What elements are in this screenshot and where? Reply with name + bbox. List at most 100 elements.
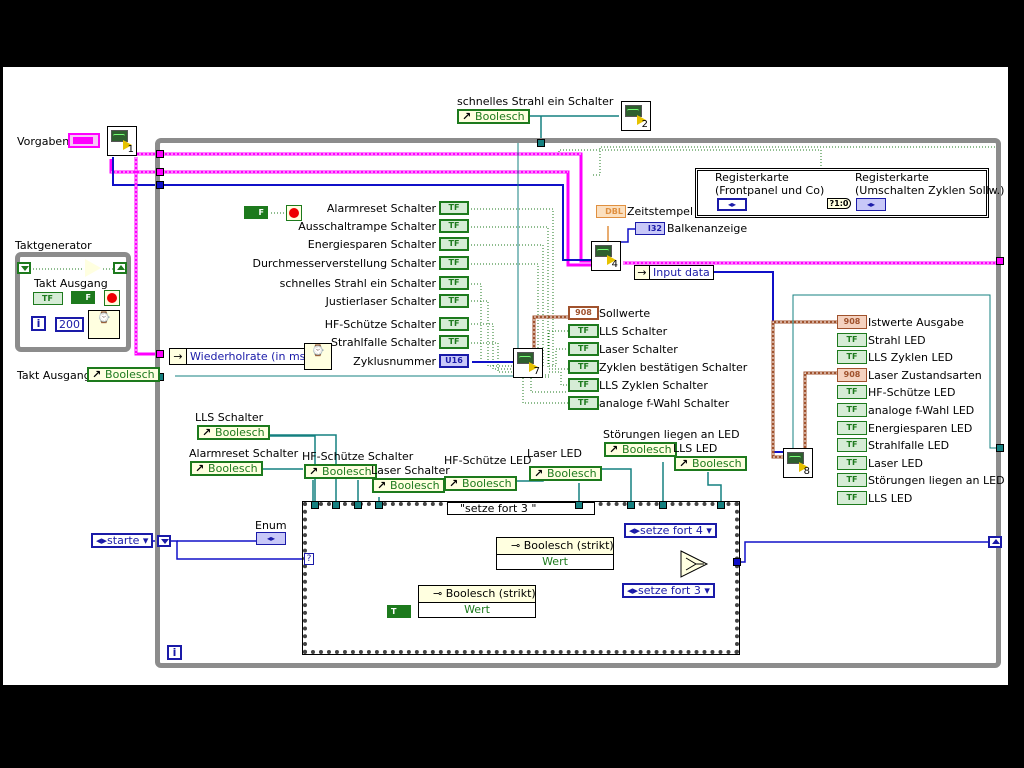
local-variable[interactable]: ↗ Boolesch [529,466,602,481]
stop-button-icon[interactable] [286,205,302,221]
registerkarte-right-terminal[interactable]: ◂▸ [856,198,886,211]
indicator-label: Laser Schalter [599,343,678,356]
indicator-terminal[interactable]: TF [837,455,867,470]
tunnel [156,150,164,158]
property-node-1[interactable]: ⊸ Boolesch (strikt) Wert [496,537,614,570]
setze-fort-3-enum[interactable]: ◂▸setze fort 3 ▾ [622,583,715,598]
indicator-label: Sollwerte [599,307,651,320]
numeric-control-terminal[interactable]: U16 [439,354,469,368]
tunnel [156,181,164,189]
switch-label: Alarmreset Schalter [326,202,436,215]
balken-indicator[interactable]: I32 [635,222,665,235]
wait-ms-constant[interactable]: 200 [55,317,84,332]
case-selector-label[interactable]: "setze fort 3 " [447,502,595,515]
switch-terminal[interactable]: TF [439,317,469,331]
unbundle-arrow-icon: → [634,265,650,280]
taktgenerator-loop[interactable] [15,252,131,352]
local-variable-label: LLS LED [673,442,718,455]
switch-terminal[interactable]: TF [439,256,469,270]
indicator-terminal[interactable]: TF [837,332,867,347]
zeitstempel-indicator[interactable]: DBL [596,205,626,218]
indicator-terminal[interactable]: 908 [837,315,867,329]
indicator-terminal[interactable]: TF [568,342,599,356]
indicator-label: Laser LED [868,456,923,470]
true-constant[interactable]: T [387,605,411,618]
tunnel [659,501,667,509]
schnell-local[interactable]: ↗ Boolesch [457,109,530,124]
switch-terminal[interactable]: TF [439,201,469,215]
local-variable[interactable]: ↗ Boolesch [604,442,677,457]
indicator-terminal[interactable]: TF [568,324,599,338]
shift-register-right[interactable] [988,536,1002,548]
indicator-terminal[interactable]: TF [837,403,867,417]
local-variable[interactable]: ↗ Boolesch [197,425,270,440]
switch-terminal[interactable]: TF [439,294,469,308]
shift-register-right[interactable] [113,262,127,274]
false-constant[interactable]: F [71,291,95,304]
main-while-loop[interactable] [155,138,1001,668]
loop-iteration-terminal: i [167,645,182,660]
input-data-element[interactable]: Input data [649,265,714,280]
stop-condition-icon[interactable] [104,290,120,306]
indicator-terminal[interactable]: TF [568,360,599,374]
switch-terminal[interactable]: TF [439,219,469,233]
select-function[interactable]: ?1:0 [827,198,851,209]
property-node-2[interactable]: ⊸ Boolesch (strikt) Wert [418,585,536,618]
local-variable[interactable]: ↗ Boolesch [674,456,747,471]
indicator-terminal[interactable]: 908 [837,367,867,382]
switch-terminal[interactable]: TF [439,237,469,251]
indicator-terminal[interactable]: TF [837,350,867,365]
zeitstempel-label: Zeitstempel [627,205,694,218]
local-variable[interactable]: ↗ Boolesch [372,478,445,493]
subvi-2[interactable]: 2 [621,101,651,131]
shift-register-left[interactable] [157,535,171,547]
subvi-1[interactable]: 1 [107,126,137,156]
switch-terminal[interactable]: TF [439,276,469,290]
indicator-terminal[interactable]: TF [837,491,867,505]
wiederholrate-element[interactable]: Wiederholrate (in ms) [186,348,314,365]
indicator-label: Istwerte Ausgabe [868,316,964,329]
local-arrow-icon: ↗ [195,462,209,475]
indicator-label: LLS Schalter [599,325,668,338]
switch-terminal[interactable]: TF [439,335,469,349]
scope-icon [787,452,804,464]
tunnel [156,350,164,358]
takt-ausgang-indicator[interactable]: TF [33,292,63,305]
indicator-terminal[interactable]: TF [837,473,867,488]
wait-clock-icon[interactable]: ⌚ [304,343,332,370]
local-variable[interactable]: ↗ Boolesch [190,461,263,476]
registerkarte-right-sub: (Umschalten Zyklen Sollw.) [855,184,1005,197]
indicator-terminal[interactable]: TF [837,438,867,453]
enum-indicator[interactable]: ◂▸ [256,532,286,545]
indicator-terminal[interactable]: TF [568,396,599,410]
registerkarte-right-label: Registerkarte [855,171,929,184]
subvi-4[interactable]: 4 [591,241,621,271]
not-function-icon[interactable] [85,259,101,277]
subvi-8[interactable]: 8 [783,448,813,478]
shift-register-left[interactable] [17,262,31,274]
indicator-terminal[interactable]: TF [837,385,867,400]
local-arrow-icon: ↗ [377,479,391,492]
tunnel [156,168,164,176]
indicator-terminal[interactable]: TF [837,420,867,435]
starte-enum[interactable]: ◂▸starte ▾ [91,533,154,548]
vorgaben-cluster-terminal[interactable] [68,133,100,148]
registerkarte-left-terminal[interactable]: ◂▸ [717,198,747,211]
wait-clock-icon[interactable]: ⌚ [88,310,120,339]
subvi-7[interactable]: 7 [513,348,543,378]
local-variable[interactable]: ↗ Boolesch [444,476,517,491]
takt-ausgang-inner-label: Takt Ausgang [34,277,108,290]
case-selector-terminal[interactable]: ? [304,553,314,565]
indicator-label: HF-Schütze LED [868,386,956,400]
setze-fort-4-enum[interactable]: ◂▸setze fort 4 ▾ [624,523,717,538]
false-constant[interactable]: F [244,206,268,219]
schnell-label: schnelles Strahl ein Schalter [457,95,614,108]
indicator-label: analoge f-Wahl LED [868,404,975,417]
takt-ausgang-local[interactable]: ↗ Boolesch [87,367,160,382]
switch-label: Strahlfalle Schalter [331,336,436,349]
indicator-label: Laser Zustandsarten [868,368,982,382]
local-variable[interactable]: ↗ Boolesch [304,464,377,479]
indicator-terminal[interactable]: 908 [568,306,599,320]
indicator-terminal[interactable]: TF [568,378,599,392]
scope-icon [111,130,128,142]
